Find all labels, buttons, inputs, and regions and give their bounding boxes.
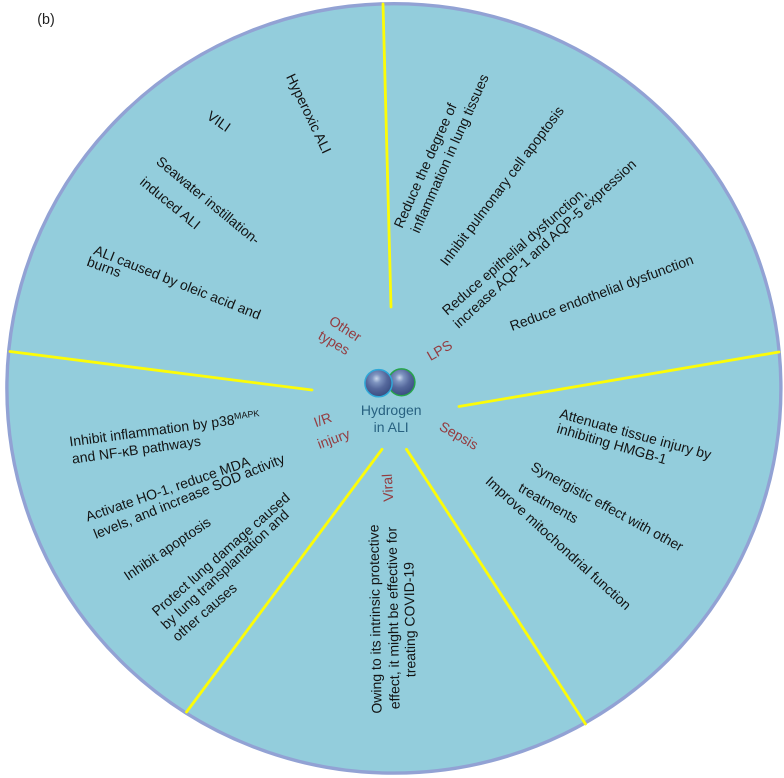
svg-text:Viral: Viral: [379, 473, 396, 502]
svg-text:Hydrogen: Hydrogen: [361, 402, 422, 418]
svg-text:treating COVID-19: treating COVID-19: [400, 562, 418, 678]
svg-text:in ALI: in ALI: [374, 419, 409, 435]
svg-text:effect, it might be effective: effect, it might be effective for: [383, 526, 402, 709]
svg-text:(b): (b): [37, 12, 54, 28]
svg-text:Owing to its intrinsic protect: Owing to its intrinsic protective: [365, 524, 384, 714]
svg-text:I/R: I/R: [311, 409, 333, 430]
